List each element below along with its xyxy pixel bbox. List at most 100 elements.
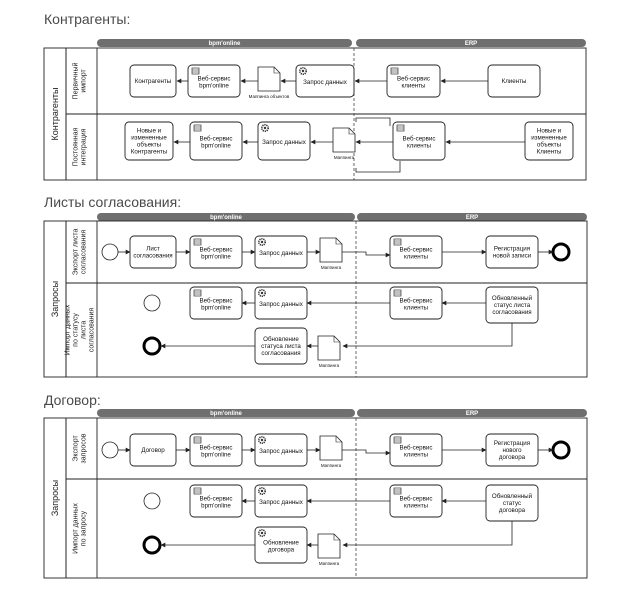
task-box [257, 121, 311, 161]
document-label: Маппинга [321, 463, 342, 468]
column-header-bpm-label: bpm'online [210, 411, 242, 417]
connector [342, 449, 391, 456]
svg-text:импорт: импорт [81, 69, 88, 93]
gear-icon [298, 67, 307, 76]
service-icon [393, 289, 402, 297]
service-icon [393, 487, 402, 495]
svg-text:Запрос данных: Запрос данных [259, 301, 304, 308]
document-label: Маппинга [319, 561, 340, 566]
column-header-bpm [97, 409, 355, 417]
gear-icon [257, 238, 266, 247]
svg-text:согласования: согласования [89, 308, 96, 353]
svg-text:интеграция: интеграция [81, 128, 88, 165]
service-icon [393, 436, 402, 444]
document-mapping1: Маппинга [319, 237, 343, 270]
task-box [189, 121, 243, 161]
start-event [101, 441, 119, 459]
column-header-bpm-label: bpm'online [210, 215, 242, 221]
task-query_2: Запрос данных [254, 286, 308, 320]
end-event [551, 440, 571, 460]
document-mapping2: Маппинга [332, 127, 356, 160]
svg-text:Запрос данных: Запрос данных [259, 448, 304, 455]
service-icon [193, 487, 202, 495]
document-icon [257, 66, 281, 92]
service-icon [396, 124, 405, 132]
gear-icon [257, 435, 266, 444]
start-event [143, 294, 161, 312]
column-header-erp [356, 39, 586, 47]
svg-text:Постоянная: Постоянная [73, 127, 80, 166]
section-title: Контрагенты: [44, 11, 130, 27]
svg-text:Первичный: Первичный [72, 62, 80, 99]
task-query_2: Запрос данных [254, 484, 308, 518]
service-icon [191, 67, 200, 75]
svg-text:листа: листа [81, 321, 88, 340]
document-icon [319, 435, 343, 461]
document-icon [317, 533, 341, 559]
service-icon [193, 238, 202, 246]
column-header-erp-label: ERP [466, 411, 478, 417]
document-objects: Маппинга объектов [249, 66, 290, 99]
svg-text:Запрос данных: Запрос данных [259, 250, 304, 257]
task-box [392, 121, 446, 161]
svg-text:Запрос данных: Запрос данных [262, 139, 307, 146]
document-label: Маппинга [334, 155, 355, 160]
column-header-erp [357, 409, 587, 417]
svg-text:Экспорт листа: Экспорт листа [73, 229, 80, 276]
svg-text:по запросу: по запросу [81, 510, 88, 546]
svg-text:Договор: Договор [141, 447, 165, 454]
column-header-erp-label: ERP [465, 41, 477, 47]
svg-text:Контрагенты: Контрагенты [135, 78, 172, 85]
service-icon [193, 124, 202, 132]
task-query_1: Запрос данных [254, 433, 308, 467]
svg-text:согласования: согласования [81, 230, 88, 275]
column-header-erp-label: ERP [466, 215, 478, 221]
connector [342, 323, 513, 349]
section-title: Договор: [44, 392, 101, 408]
svg-text:Экспорт: Экспорт [73, 435, 80, 462]
svg-text:Клиенты: Клиенты [502, 78, 527, 85]
connector [355, 161, 401, 173]
task-box [124, 121, 174, 161]
svg-text:по статусу: по статусу [73, 313, 80, 347]
gear-icon [257, 288, 266, 297]
connector [342, 521, 513, 548]
end-event [142, 336, 162, 356]
document-label: Маппинга [319, 363, 340, 368]
service-icon [193, 436, 202, 444]
service-icon [390, 67, 399, 75]
service-icon [193, 289, 202, 297]
svg-text:запросов: запросов [81, 433, 88, 463]
pool-label: Запросы [50, 480, 60, 516]
task-clients_1: Клиенты [487, 64, 541, 98]
